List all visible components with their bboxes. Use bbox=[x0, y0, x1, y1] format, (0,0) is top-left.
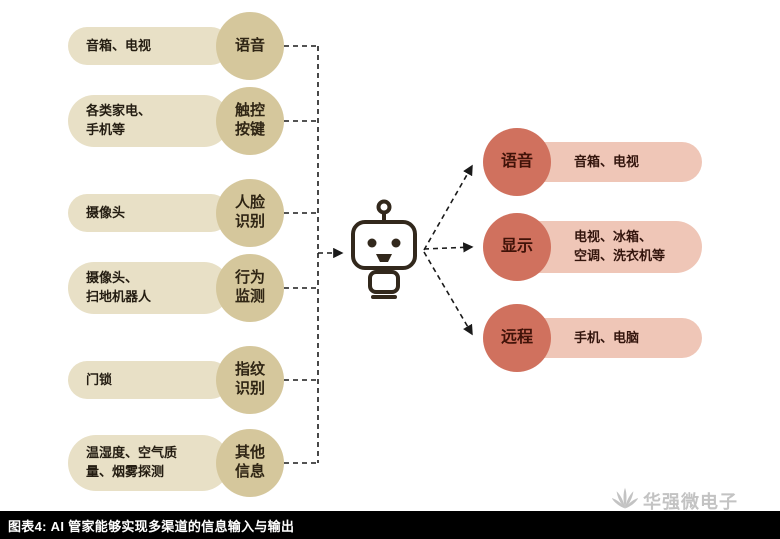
input-channel-circle: 触控 按键 bbox=[216, 87, 284, 155]
output-device-label: 音箱、电视 bbox=[574, 153, 640, 169]
input-channel-label: 指纹 识别 bbox=[234, 361, 265, 397]
input-device-label: 温湿度、空气质 量、烟雾探测 bbox=[86, 445, 178, 479]
caption-text: 图表4: AI 管家能够实现多渠道的信息输入与输出 bbox=[8, 518, 295, 534]
output-channel-circle: 远程 bbox=[483, 304, 551, 372]
output-device-label: 手机、电脑 bbox=[574, 329, 640, 345]
input-channel-circle: 行为 监测 bbox=[216, 254, 284, 322]
fan-icon bbox=[611, 487, 639, 515]
input-device-label: 摄像头 bbox=[86, 204, 126, 220]
input-device-label: 门锁 bbox=[86, 371, 113, 387]
watermark: 华强微电子 bbox=[611, 487, 738, 515]
input-channel-label: 其他 信息 bbox=[234, 444, 265, 480]
robot-icon bbox=[346, 198, 422, 308]
input-device-pill: 音箱、电视 bbox=[68, 27, 230, 65]
output-channel-label: 远程 bbox=[500, 329, 533, 346]
input-channel-circle: 语音 bbox=[216, 12, 284, 80]
output-channel-label: 显示 bbox=[500, 238, 533, 255]
input-device-label: 各类家电、 手机等 bbox=[86, 103, 152, 137]
input-channel-label: 触控 按键 bbox=[234, 102, 265, 138]
output-channel-circle: 语音 bbox=[483, 128, 551, 196]
output-device-label: 电视、冰箱、 空调、洗衣机等 bbox=[574, 229, 666, 263]
caption-bar: 图表4: AI 管家能够实现多渠道的信息输入与输出 bbox=[0, 511, 780, 539]
watermark-text: 华强微电子 bbox=[643, 492, 738, 512]
input-channel-circle: 人脸 识别 bbox=[216, 179, 284, 247]
input-channel-circle: 其他 信息 bbox=[216, 429, 284, 497]
input-device-pill: 门锁 bbox=[68, 361, 230, 399]
input-channel-label: 行为 监测 bbox=[234, 269, 265, 305]
output-channel-circle: 显示 bbox=[483, 213, 551, 281]
input-device-label: 音箱、电视 bbox=[86, 37, 152, 53]
input-device-label: 摄像头、 扫地机器人 bbox=[86, 270, 152, 304]
output-channel-label: 语音 bbox=[500, 153, 533, 170]
input-device-pill: 摄像头 bbox=[68, 194, 230, 232]
input-device-pill: 温湿度、空气质 量、烟雾探测 bbox=[68, 435, 230, 491]
input-channel-circle: 指纹 识别 bbox=[216, 346, 284, 414]
input-device-pill: 各类家电、 手机等 bbox=[68, 95, 230, 147]
input-channel-label: 语音 bbox=[234, 36, 265, 54]
input-channel-label: 人脸 识别 bbox=[234, 194, 265, 230]
input-device-pill: 摄像头、 扫地机器人 bbox=[68, 262, 230, 314]
